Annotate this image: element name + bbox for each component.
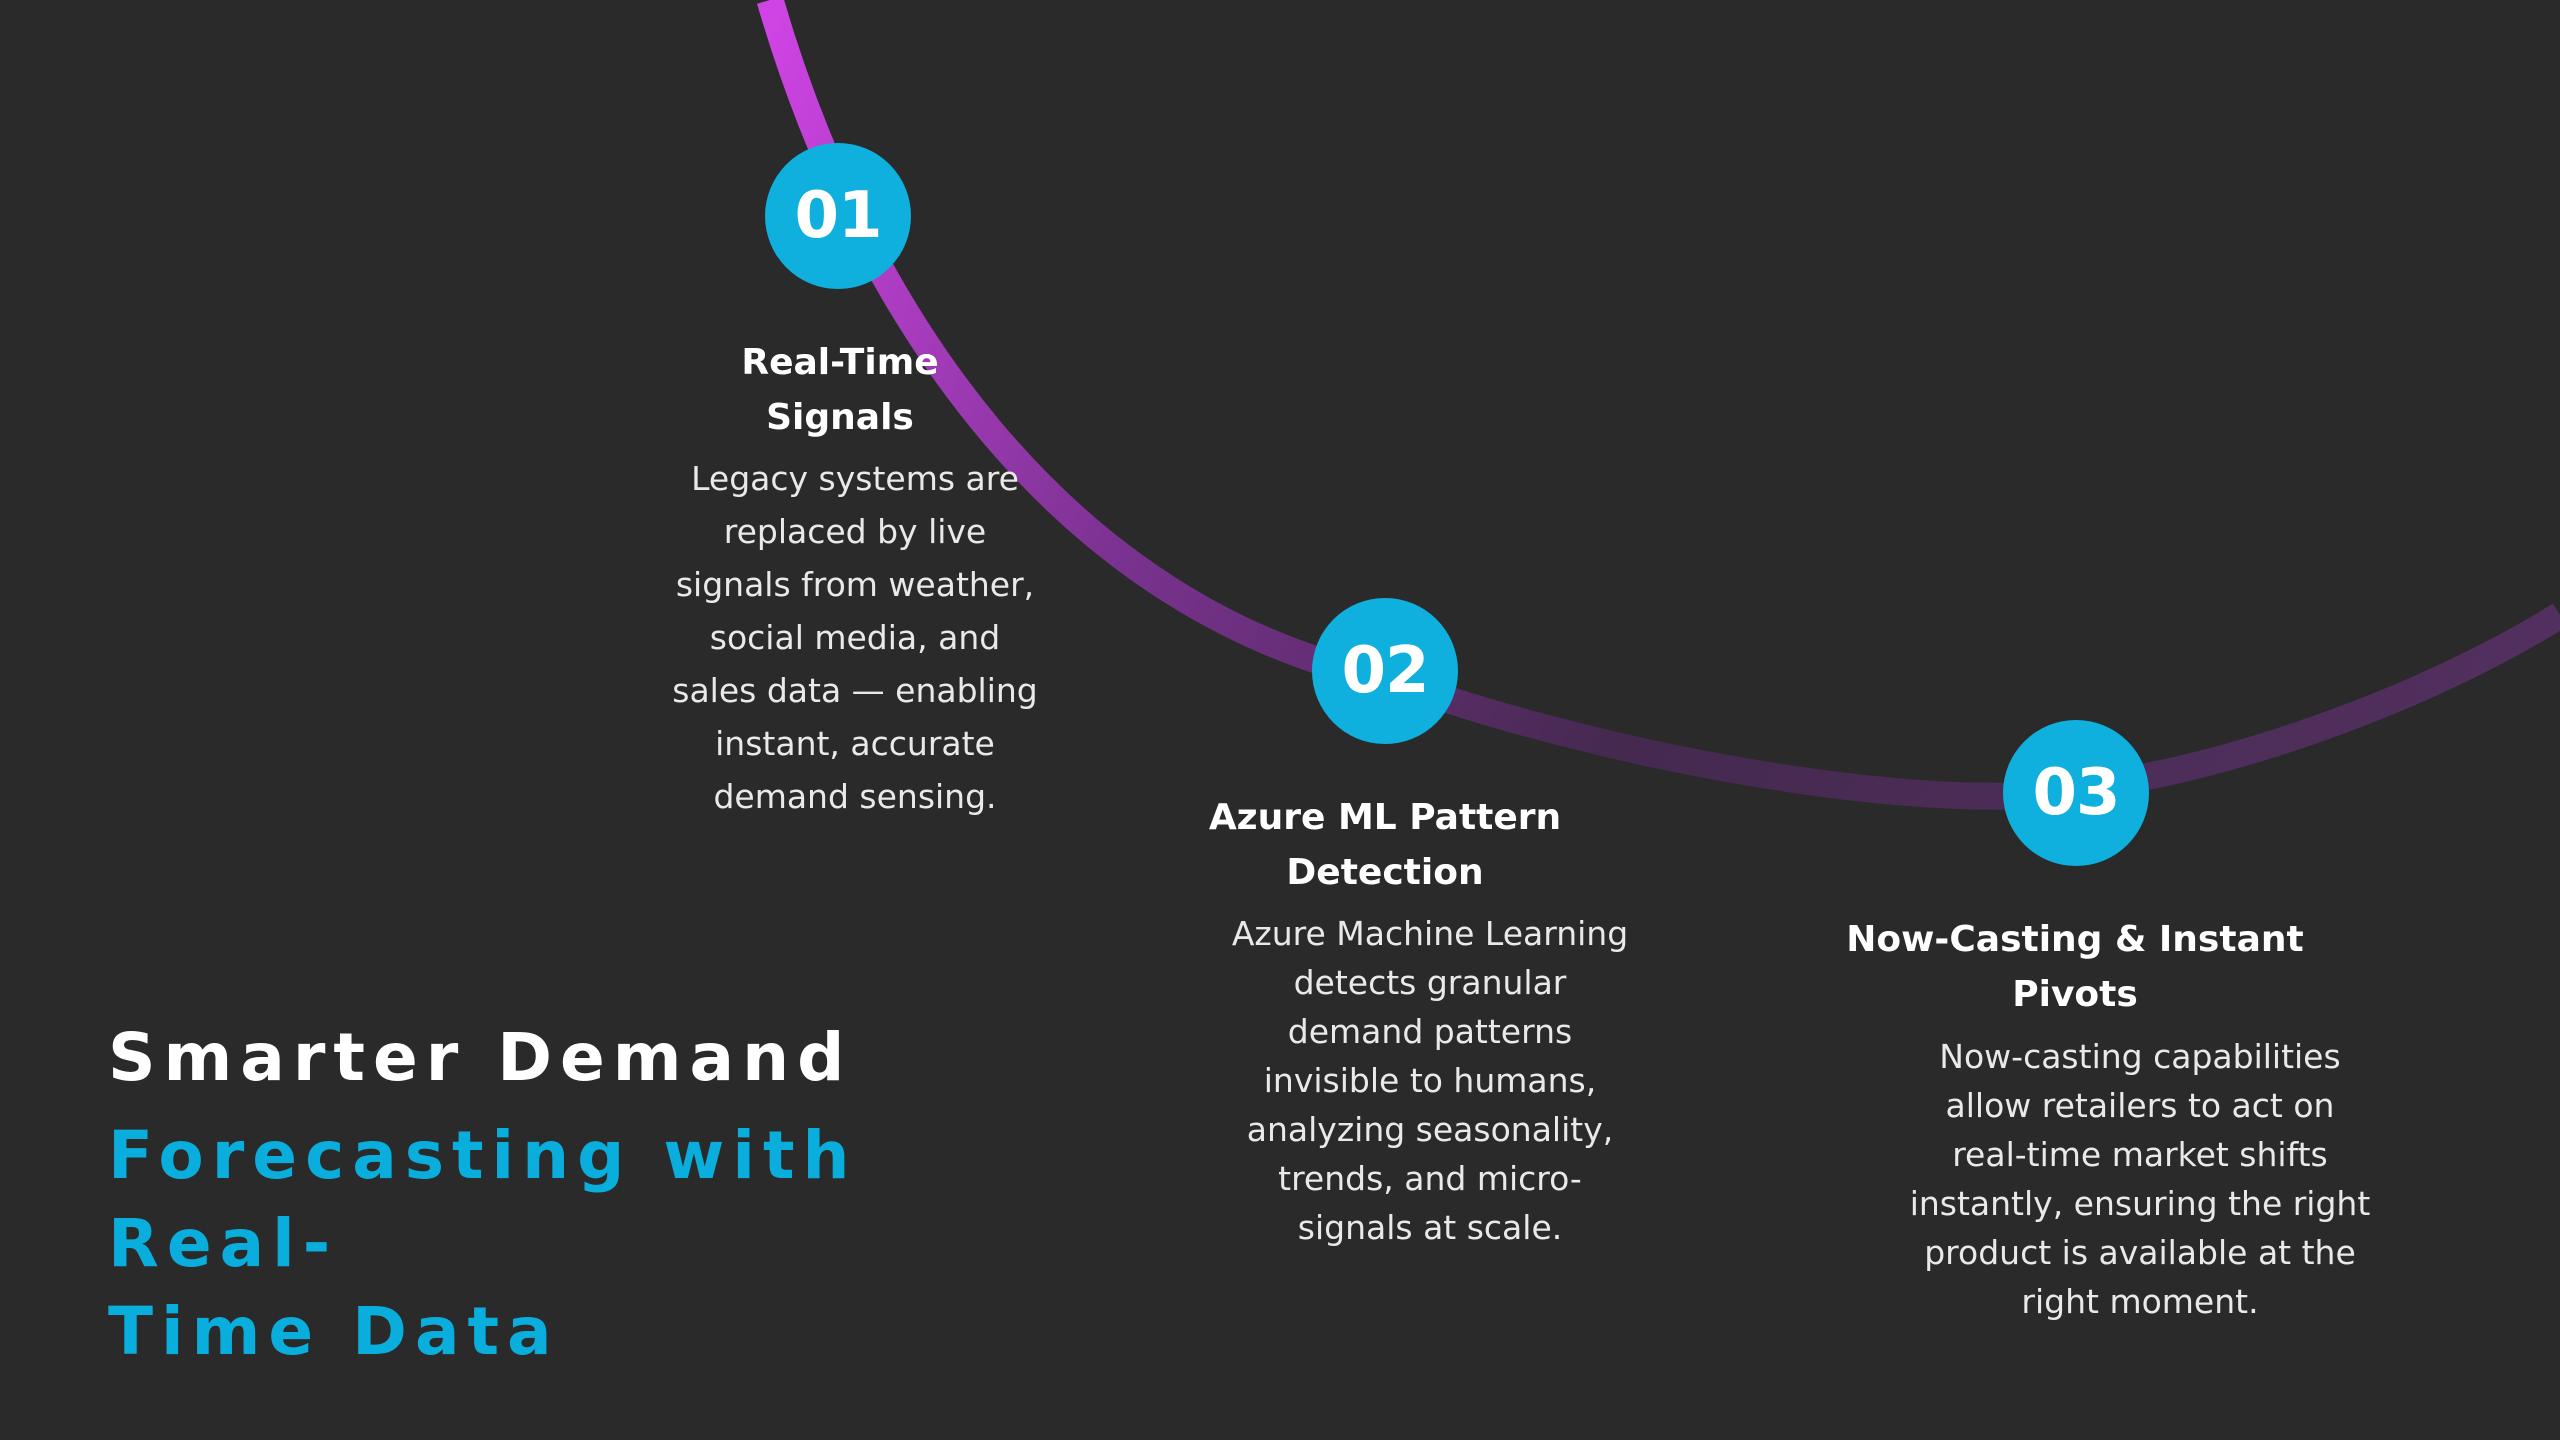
step-1-number: 01 — [794, 179, 882, 253]
step-2-title: Azure ML Pattern Detection — [1208, 797, 1562, 893]
arc-path — [757, 0, 2560, 810]
step-3-badge: 03 — [2003, 720, 2149, 866]
heading-line-2: Forecasting with Real- Time Data — [108, 1117, 858, 1370]
step-3-number: 03 — [2032, 756, 2120, 830]
step-2-badge: 02 — [1312, 598, 1458, 744]
heading-line-1: Smarter Demand — [108, 1019, 853, 1096]
step-1-title: Real-Time Signals — [741, 342, 939, 438]
step-1-description: Legacy systems are replaced by live sign… — [672, 459, 1038, 816]
slide-heading: Smarter Demand Forecasting with Real- Ti… — [108, 1014, 1118, 1376]
step-2-number: 02 — [1341, 634, 1429, 708]
step-3-title: Now-Casting & Instant Pivots — [1846, 919, 2304, 1015]
step-1-badge: 01 — [765, 143, 911, 289]
step-2-description: Azure Machine Learning detects granular … — [1231, 914, 1629, 1247]
step-3-description: Now-casting capabilities allow retailers… — [1909, 1037, 2371, 1321]
